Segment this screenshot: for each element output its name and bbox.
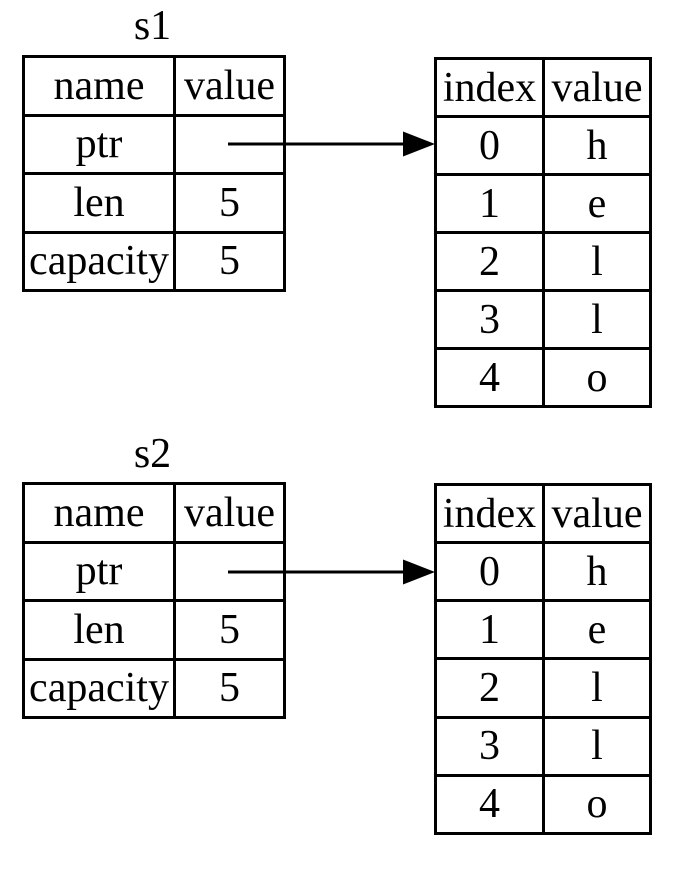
cell-len-value: 5 bbox=[173, 172, 286, 234]
cell-ptr-name: ptr bbox=[22, 113, 176, 175]
table-header-row: index value bbox=[434, 57, 652, 118]
s2-heap-table: index value 0 h 1 e 2 l 3 l 4 o bbox=[434, 482, 652, 836]
cell-index: 3 bbox=[434, 715, 545, 777]
heap-row-4: 4 o bbox=[434, 773, 652, 836]
cell-len-name: len bbox=[22, 599, 176, 661]
cell-value: o bbox=[542, 773, 652, 836]
table-header-row: index value bbox=[434, 482, 652, 545]
cell-len-value: 5 bbox=[173, 599, 286, 661]
cell-value: e bbox=[542, 599, 652, 661]
heap-row-0: 0 h bbox=[434, 541, 652, 603]
header-cell-value: value bbox=[173, 482, 286, 544]
table-row-ptr: ptr bbox=[22, 113, 286, 175]
cell-index: 2 bbox=[434, 231, 545, 292]
cell-value: l bbox=[542, 715, 652, 777]
cell-value: l bbox=[542, 657, 652, 719]
cell-value: l bbox=[542, 231, 652, 292]
s1-heap-table: index value 0 h 1 e 2 l 3 l 4 o bbox=[434, 57, 652, 408]
heap-row-3: 3 l bbox=[434, 289, 652, 350]
cell-index: 4 bbox=[434, 347, 545, 408]
cell-index: 1 bbox=[434, 173, 545, 234]
cell-capacity-name: capacity bbox=[22, 657, 176, 719]
header-cell-index: index bbox=[434, 57, 545, 118]
header-cell-value: value bbox=[542, 57, 652, 118]
cell-ptr-value bbox=[173, 540, 286, 602]
cell-value: o bbox=[542, 347, 652, 408]
cell-capacity-value: 5 bbox=[173, 230, 286, 292]
cell-capacity-name: capacity bbox=[22, 230, 176, 292]
cell-index: 3 bbox=[434, 289, 545, 350]
table-row-capacity: capacity 5 bbox=[22, 230, 286, 292]
arrow-head bbox=[403, 131, 435, 157]
table-header-row: name value bbox=[22, 55, 286, 117]
header-cell-name: name bbox=[22, 55, 176, 117]
arrow-head bbox=[403, 559, 435, 585]
cell-index: 2 bbox=[434, 657, 545, 719]
variable-label-s1: s1 bbox=[133, 3, 172, 49]
cell-value: h bbox=[542, 541, 652, 603]
heap-row-1: 1 e bbox=[434, 173, 652, 234]
table-row-len: len 5 bbox=[22, 172, 286, 234]
variable-label-s2: s2 bbox=[133, 431, 172, 477]
heap-row-3: 3 l bbox=[434, 715, 652, 777]
heap-row-2: 2 l bbox=[434, 231, 652, 292]
heap-row-2: 2 l bbox=[434, 657, 652, 719]
heap-row-4: 4 o bbox=[434, 347, 652, 408]
table-row-capacity: capacity 5 bbox=[22, 657, 286, 719]
table-row-ptr: ptr bbox=[22, 540, 286, 602]
table-header-row: name value bbox=[22, 482, 286, 544]
header-cell-name: name bbox=[22, 482, 176, 544]
heap-row-1: 1 e bbox=[434, 599, 652, 661]
cell-value: h bbox=[542, 115, 652, 176]
table-row-len: len 5 bbox=[22, 599, 286, 661]
cell-value: l bbox=[542, 289, 652, 350]
heap-row-0: 0 h bbox=[434, 115, 652, 176]
cell-index: 1 bbox=[434, 599, 545, 661]
cell-ptr-name: ptr bbox=[22, 540, 176, 602]
cell-index: 0 bbox=[434, 541, 545, 603]
cell-index: 0 bbox=[434, 115, 545, 176]
s2-stack-table: name value ptr len 5 capacity 5 bbox=[22, 482, 286, 719]
cell-ptr-value bbox=[173, 113, 286, 175]
cell-capacity-value: 5 bbox=[173, 657, 286, 719]
header-cell-index: index bbox=[434, 482, 545, 545]
cell-len-name: len bbox=[22, 172, 176, 234]
cell-value: e bbox=[542, 173, 652, 234]
header-cell-value: value bbox=[173, 55, 286, 117]
s1-stack-table: name value ptr len 5 capacity 5 bbox=[22, 55, 286, 292]
cell-index: 4 bbox=[434, 773, 545, 836]
header-cell-value: value bbox=[542, 482, 652, 545]
